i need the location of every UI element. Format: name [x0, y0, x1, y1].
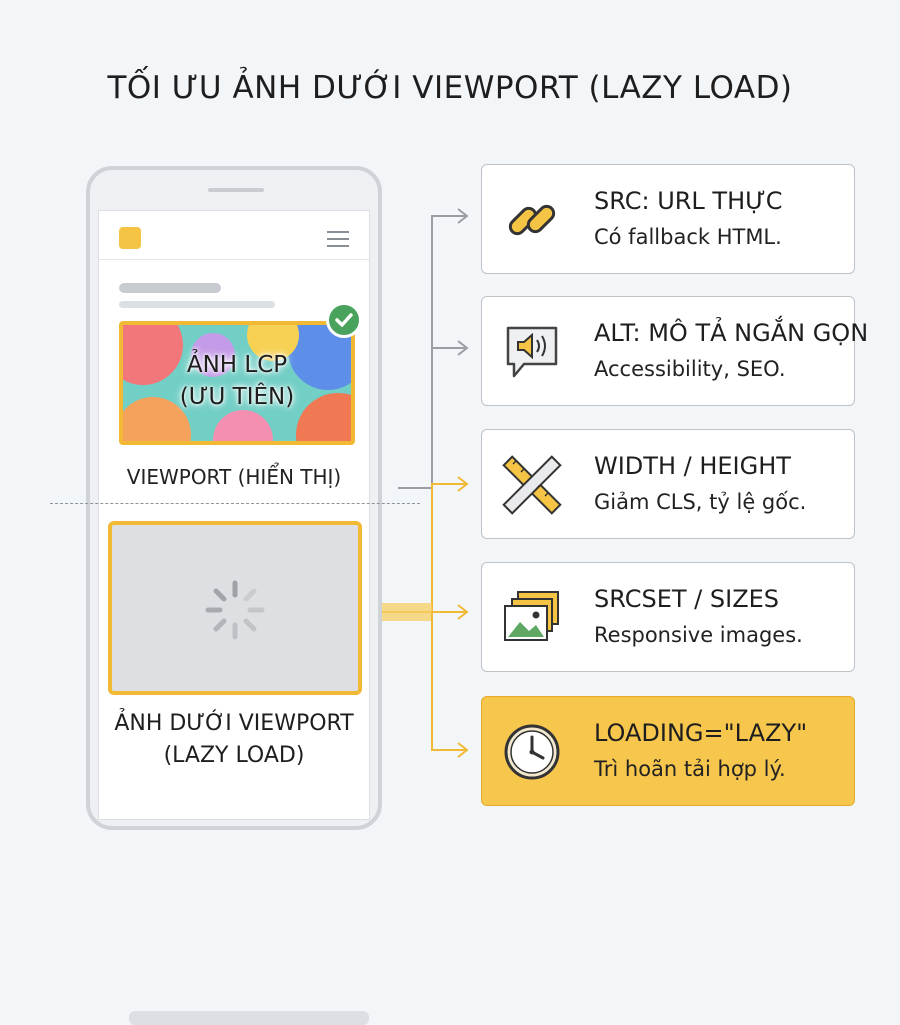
lcp-image-blobs: [123, 325, 351, 441]
card-srcset: SRCSET / SIZES Responsive images.: [481, 562, 855, 672]
viewport-fold-line: [50, 503, 420, 504]
card-title: WIDTH / HEIGHT: [594, 452, 791, 480]
card-desc: Accessibility, SEO.: [594, 357, 786, 381]
viewport-label: VIEWPORT (HIỂN THỊ): [126, 465, 342, 489]
hamburger-menu-icon[interactable]: [327, 231, 349, 252]
phone-screen: ẢNH LCP (ƯU TIÊN) VIEWPORT (HIỂN THỊ): [98, 210, 370, 1025]
app-bar: [99, 211, 369, 260]
card-desc: Giảm CLS, tỷ lệ gốc.: [594, 490, 807, 514]
bottom-placeholder-bar: [129, 1011, 369, 1025]
phone-speaker: [208, 188, 264, 192]
card-title: SRCSET / SIZES: [594, 585, 780, 613]
ruler-icon: [502, 455, 562, 515]
lazy-label-line2: (LAZY LOAD): [163, 743, 305, 768]
loading-spinner-icon: [205, 580, 265, 640]
lcp-label-line2: (ƯU TIÊN): [179, 384, 295, 410]
lcp-label: ẢNH LCP (ƯU TIÊN): [123, 349, 351, 413]
lazy-image-placeholder: [108, 521, 362, 695]
check-icon: [326, 302, 362, 338]
images-icon: [504, 591, 559, 641]
card-desc: Có fallback HTML.: [594, 225, 782, 249]
lcp-image: ẢNH LCP (ƯU TIÊN): [119, 321, 355, 445]
card-loading-lazy: LOADING="LAZY" Trì hoãn tải hợp lý.: [481, 696, 855, 806]
speaker-icon: [506, 326, 558, 378]
card-title: LOADING="LAZY": [594, 719, 808, 747]
card-desc: Trì hoãn tải hợp lý.: [594, 757, 786, 781]
card-title: ALT: MÔ TẢ NGẮN GỌN: [594, 319, 869, 347]
card-desc: Responsive images.: [594, 623, 803, 647]
app-logo-icon: [119, 227, 141, 249]
text-placeholder-line: [119, 283, 221, 293]
card-src: SRC: URL THỰC Có fallback HTML.: [481, 164, 855, 274]
page-title: TỐI ƯU ẢNH DƯỚI VIEWPORT (LAZY LOAD): [107, 70, 793, 106]
lazy-image-label: ẢNH DƯỚI VIEWPORT (LAZY LOAD): [86, 708, 382, 772]
clock-icon: [504, 724, 560, 780]
card-width-height: WIDTH / HEIGHT Giảm CLS, tỷ lệ gốc.: [481, 429, 855, 539]
lazy-label-line1: ẢNH DƯỚI VIEWPORT: [114, 711, 354, 736]
card-alt: ALT: MÔ TẢ NGẮN GỌN Accessibility, SEO.: [481, 296, 868, 406]
text-placeholder-line: [119, 301, 275, 308]
lcp-label-line1: ẢNH LCP: [186, 352, 288, 378]
phone-mockup: ẢNH LCP (ƯU TIÊN) VIEWPORT (HIỂN THỊ): [86, 166, 382, 1025]
link-icon: [508, 204, 556, 236]
card-title: SRC: URL THỰC: [594, 187, 783, 215]
